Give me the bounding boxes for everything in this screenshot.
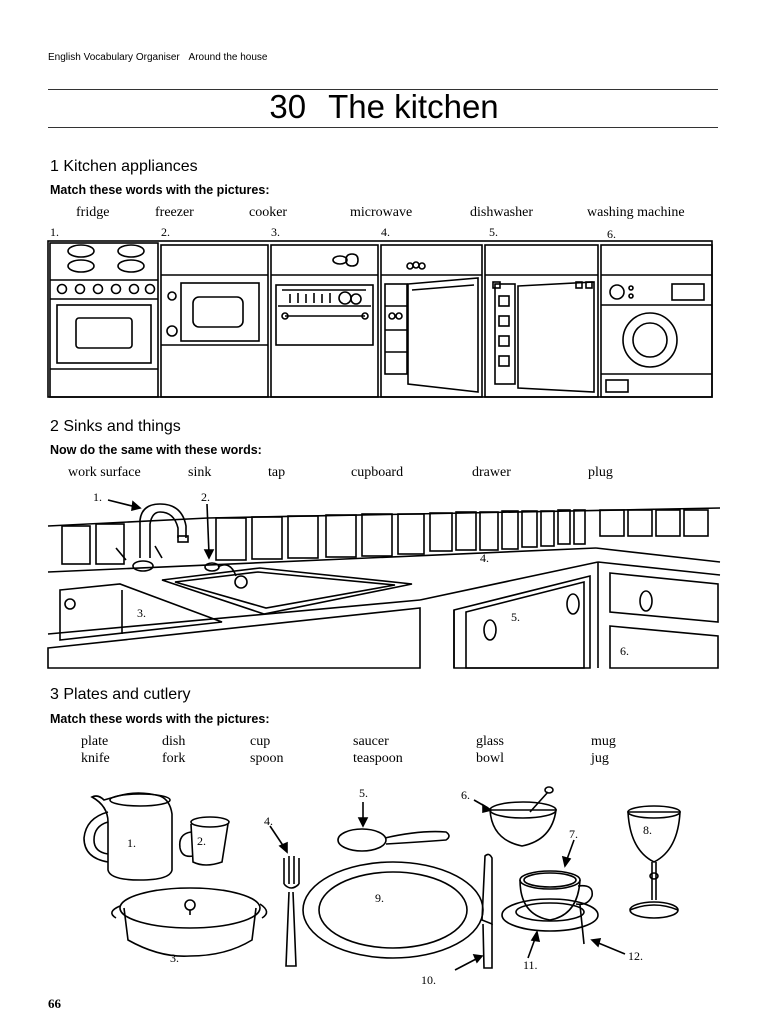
word-spoon: spoon (250, 751, 284, 766)
title-rule-bottom (48, 127, 718, 128)
tableware-label-7: 7. (569, 827, 578, 841)
word-microwave: microwave (350, 205, 413, 220)
word-saucer: saucer (353, 734, 389, 749)
word-mug: mug (591, 734, 616, 749)
topic-title: Around the house (188, 52, 268, 63)
appliance-label-4: 4. (381, 225, 390, 239)
unit-number: 30 (269, 88, 307, 125)
section-3-instruction: Match these words with the pictures: (50, 712, 270, 726)
washing-machine-drawing (600, 244, 713, 398)
unit-title: The kitchen (328, 88, 499, 125)
word-fridge: fridge (76, 205, 110, 220)
tableware-label-4: 4. (264, 814, 273, 828)
word-fork: fork (162, 751, 186, 766)
freezer-drawing (484, 244, 599, 398)
sink-label-5: 5. (511, 610, 520, 624)
word-sink: sink (188, 465, 212, 480)
word-jug: jug (591, 751, 609, 766)
tableware-label-5: 5. (359, 786, 368, 800)
word-dish: dish (162, 734, 186, 749)
word-drawer: drawer (472, 465, 511, 480)
section-1-heading: 1 Kitchen appliances (50, 158, 198, 175)
tableware-label-10: 10. (421, 973, 436, 987)
section-2-instruction: Now do the same with these words: (50, 443, 262, 457)
word-plug: plug (588, 465, 613, 480)
appliance-label-2: 2. (161, 225, 170, 239)
sink-label-6: 6. (620, 644, 629, 658)
word-cupboard: cupboard (351, 465, 404, 480)
word-knife: knife (81, 751, 110, 766)
cooker-drawing (49, 242, 159, 398)
section-2-heading: 2 Sinks and things (50, 418, 181, 435)
tableware-label-9: 9. (375, 891, 384, 905)
word-bowl: bowl (476, 751, 504, 766)
title-rule-top (48, 89, 718, 90)
appliance-label-6: 6. (607, 227, 616, 241)
section-1-instruction: Match these words with the pictures: (50, 183, 270, 197)
dishwasher-drawing (270, 244, 379, 398)
word-cup: cup (250, 734, 271, 749)
book-title: English Vocabulary Organiser (48, 52, 180, 63)
page-title: 30 The kitchen (0, 88, 768, 126)
tableware-label-6: 6. (461, 788, 470, 802)
fridge-drawing (380, 244, 483, 398)
word-freezer: freezer (155, 205, 194, 220)
tableware-label-8: 8. (643, 823, 652, 837)
appliance-label-5: 5. (489, 225, 498, 239)
tableware-label-11: 11. (523, 958, 538, 972)
word-cooker: cooker (249, 205, 288, 220)
microwave-drawing (160, 244, 269, 398)
sink-label-1: 1. (93, 490, 102, 504)
sink-label-4: 4. (480, 551, 489, 565)
sink-label-2: 2. (201, 490, 210, 504)
word-dishwasher: dishwasher (470, 205, 533, 220)
appliance-label-3: 3. (271, 225, 280, 239)
running-header: English Vocabulary Organiser Around the … (48, 52, 267, 63)
sink-label-3: 3. (137, 606, 146, 620)
word-washing-machine: washing machine (587, 205, 685, 220)
section-3-heading: 3 Plates and cutlery (50, 686, 191, 703)
word-glass: glass (476, 734, 504, 749)
appliance-label-1: 1. (50, 225, 59, 239)
tableware-label-12: 12. (628, 949, 643, 963)
tableware-label-2: 2. (197, 834, 206, 848)
word-work-surface: work surface (68, 465, 141, 480)
word-teaspoon: teaspoon (353, 751, 403, 766)
tableware-label-1: 1. (127, 836, 136, 850)
page-number: 66 (48, 996, 61, 1011)
tableware-label-3: 3. (170, 951, 179, 965)
word-plate: plate (81, 734, 109, 749)
word-tap: tap (268, 465, 286, 480)
